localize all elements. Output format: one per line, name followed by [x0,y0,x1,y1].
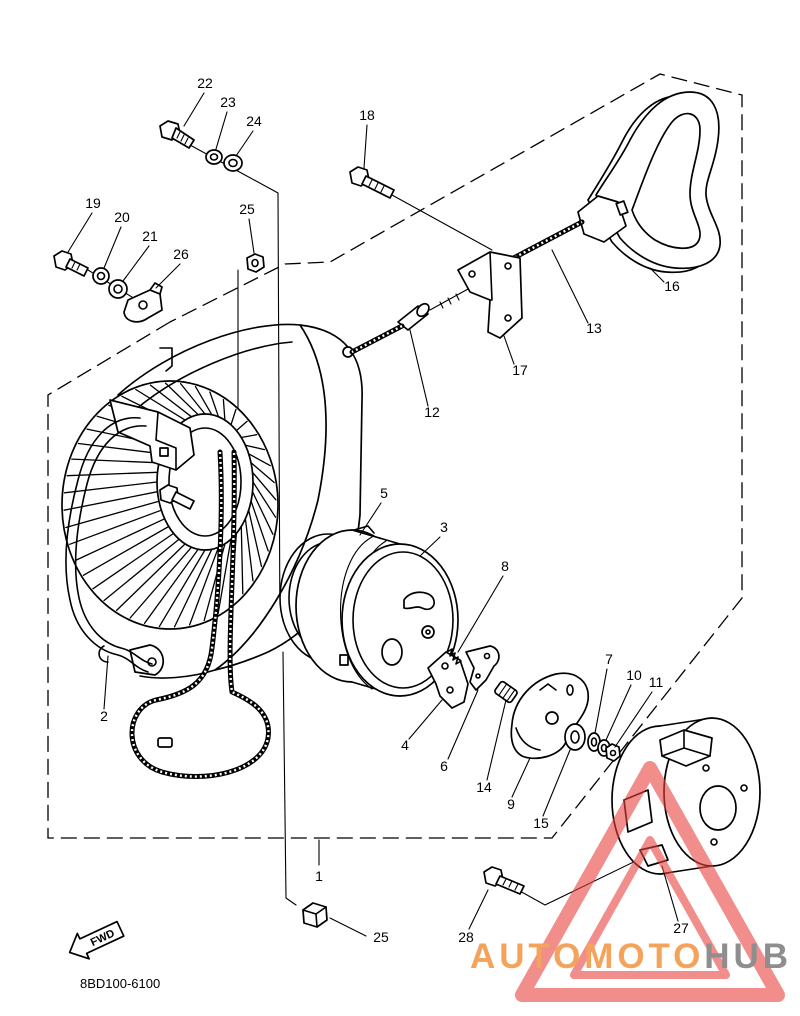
housing-fin [235,420,248,432]
housing-fin [103,538,180,602]
housing-fin [240,434,258,439]
callout-7: 7 [605,651,613,667]
part-8-pawl-spring [446,648,462,665]
part-25-nut-bottom [302,902,328,928]
callout-22: 22 [197,75,213,91]
callout-1: 1 [315,868,323,884]
part-12-rope-end [349,288,469,355]
part-19-bolt [53,250,89,277]
housing-fin [244,518,254,582]
housing-fin [251,471,277,501]
part-3-rope-pulley [295,529,459,697]
housing-fin [188,546,220,626]
housing-fin [209,391,220,418]
part-20-lock-washer [92,267,110,285]
part-24-washer [223,154,243,172]
part-16-starter-handle [577,91,721,274]
housing-fin [248,453,271,467]
housing-fin [179,382,206,415]
callout-20: 20 [114,209,130,225]
fwd-arrow-icon: FWD [68,920,125,960]
housing-fin [135,388,186,421]
assembly-boundary [47,73,743,839]
housing-fin [65,500,160,529]
housing-fin [115,543,186,612]
housing-fin [71,458,160,464]
callout-26: 26 [173,246,189,262]
part-6-pawl [465,645,500,691]
callout-11: 11 [649,674,664,690]
watermark-text-right: HUB [704,937,788,976]
callout-24: 24 [246,113,262,129]
drawing-code: 8BD100-6100 [80,976,160,991]
housing-fin [149,384,193,418]
starter-rope-loop [129,449,271,780]
housing-fin [230,408,237,426]
housing-fin [92,532,175,590]
watermark-text-left: AUTOMOTO [470,937,700,976]
housing-fin [217,538,232,615]
callout-18: 18 [359,107,375,123]
housing-fin [251,491,274,535]
housing-fin [66,471,159,477]
callout-4: 4 [401,737,409,753]
housing-fin [69,509,162,545]
callout-10: 10 [626,667,642,683]
part-14-spring [494,680,518,704]
housing-fin [244,444,266,451]
part-13-starter-rope [503,219,585,265]
part-9-drive-plate [510,672,589,760]
part-26-bracket [123,282,163,323]
callout-16: 16 [664,278,680,294]
callout-25-bottom: 25 [373,929,389,945]
callout-25-top: 25 [239,201,255,217]
part-25-nut-top [246,253,265,273]
callout-23: 23 [220,94,236,110]
part-11-nut [605,743,621,762]
housing-fin [158,549,206,628]
housing-fin [250,462,275,484]
callout-3: 3 [440,519,448,535]
housing-fin [164,382,199,416]
callout-17: 17 [512,362,528,378]
callout-13: 13 [586,320,602,336]
callout-14: 14 [476,779,492,795]
callout-27: 27 [673,920,689,936]
part-7-ring [587,732,601,752]
callout-9: 9 [507,796,515,812]
part-27-drive-cup [611,717,761,875]
housing-fin [222,398,226,421]
part-21-washer [108,279,128,299]
housing-fin [82,525,170,576]
housing-fin [240,525,244,595]
housing-fin [74,518,166,562]
part-22-bolt [159,120,195,149]
callout-2: 2 [100,708,108,724]
part-23-lock-washer [205,149,223,165]
callout-5: 5 [380,485,388,501]
part-15-washer [564,723,586,751]
housing-fin [250,500,269,552]
part-28-bolt [483,866,525,895]
housing-fin [143,548,199,625]
housing-fin [252,481,277,518]
housing-fin [173,548,213,628]
callout-6: 6 [440,758,448,774]
housing-fin [194,385,213,416]
part-18-bolt [349,166,395,199]
callout-8: 8 [501,558,509,574]
callout-15: 15 [533,815,549,831]
callout-12: 12 [424,404,440,420]
housing-fin [63,491,159,511]
callout-21: 21 [142,228,158,244]
part-2-gasket [65,417,153,673]
housing-fin [248,509,263,568]
callout-19: 19 [85,195,101,211]
callout-28: 28 [458,929,474,945]
housing-fin [129,546,193,619]
part-17-rope-guide [457,251,523,339]
housing-fin [63,481,158,494]
